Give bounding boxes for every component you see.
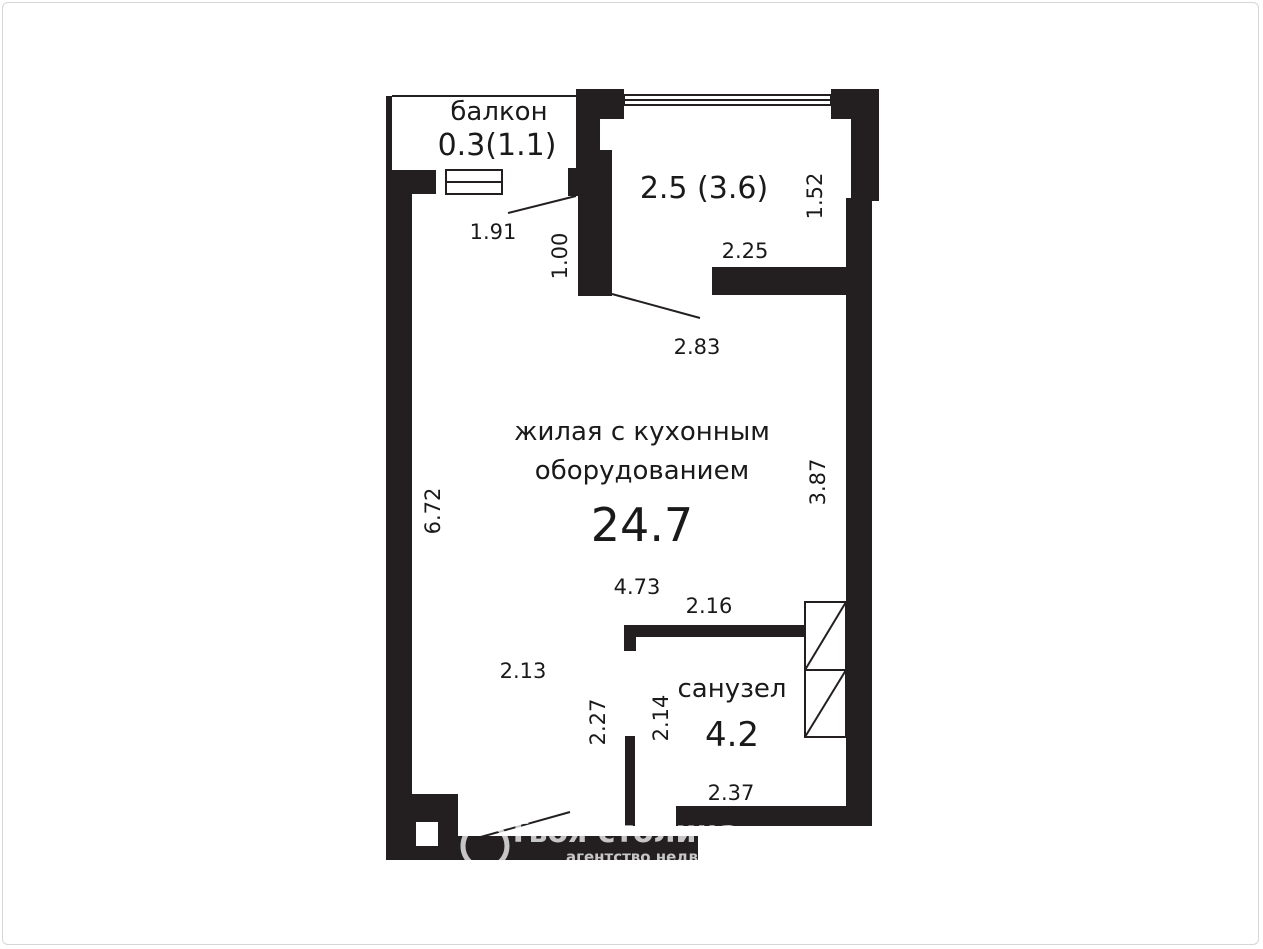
balcony-rail-left bbox=[386, 96, 392, 170]
watermark-logo-icon bbox=[460, 821, 510, 871]
wall-right bbox=[846, 198, 872, 826]
wall-bottom-mid bbox=[458, 836, 698, 860]
living-name-line2: оборудованием bbox=[535, 456, 749, 486]
leader-door bbox=[469, 811, 571, 841]
wall-loggia-bottom bbox=[712, 267, 872, 295]
dim-2-83: 2.83 bbox=[674, 335, 721, 359]
balcony-name: балкон bbox=[450, 97, 547, 127]
wall-bottom-right bbox=[676, 806, 872, 826]
wall-left bbox=[386, 170, 412, 860]
dim-2-16: 2.16 bbox=[686, 594, 733, 618]
dim-2-25: 2.25 bbox=[722, 239, 769, 263]
dim-4-73: 4.73 bbox=[614, 575, 661, 599]
wall-partition-loggia bbox=[578, 150, 612, 296]
balcony-slab-left bbox=[386, 170, 436, 194]
wall-bath-top-stub bbox=[624, 625, 636, 651]
dim-1-52: 1.52 bbox=[803, 173, 827, 220]
shafts bbox=[804, 601, 847, 738]
dim-2-14: 2.14 bbox=[649, 695, 673, 742]
living-area: 24.7 bbox=[591, 498, 693, 552]
bathroom-name: санузел bbox=[677, 674, 786, 704]
wall-bath-top bbox=[624, 625, 806, 637]
dim-2-37: 2.37 bbox=[708, 781, 755, 805]
wall-bath-left bbox=[625, 736, 635, 826]
walls bbox=[386, 89, 879, 860]
leader-lines bbox=[469, 195, 701, 841]
windows bbox=[445, 94, 832, 195]
shaft-upper-diag bbox=[804, 601, 847, 671]
watermark: Твоя столица агентство недвижимости bbox=[460, 815, 785, 871]
balcony-area: 0.3(1.1) bbox=[438, 128, 557, 163]
dim-2-13: 2.13 bbox=[500, 659, 547, 683]
wall-right-upper bbox=[851, 89, 879, 201]
wall-notch bbox=[416, 822, 438, 846]
leader-191 bbox=[507, 195, 577, 214]
dim-1-91: 1.91 bbox=[470, 220, 517, 244]
loggia-area: 2.5 (3.6) bbox=[640, 171, 768, 206]
watermark-subtitle: агентство недвижимости bbox=[566, 848, 785, 866]
shaft-lower-diag bbox=[804, 669, 847, 738]
dim-6-72: 6.72 bbox=[421, 488, 445, 535]
bathroom-area: 4.2 bbox=[705, 715, 759, 755]
leader-283 bbox=[611, 293, 701, 319]
living-name-line1: жилая с кухонным bbox=[514, 417, 770, 447]
watermark-brand: Твоя столица bbox=[508, 815, 739, 850]
dim-2-27: 2.27 bbox=[586, 699, 610, 746]
dim-3-87: 3.87 bbox=[806, 459, 830, 506]
dim-1-00: 1.00 bbox=[548, 233, 572, 280]
